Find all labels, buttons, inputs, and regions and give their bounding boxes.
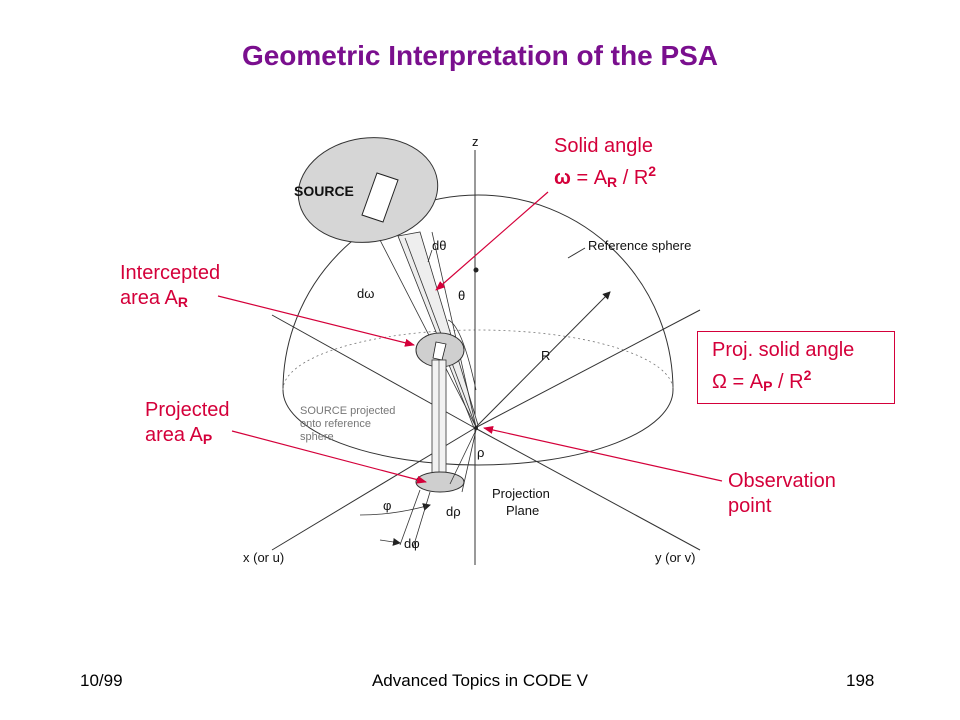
sphere-equator-back <box>282 329 674 391</box>
solid-angle-leader <box>435 191 549 291</box>
projected-note: SOURCE projected <box>300 405 395 417</box>
x-axis-label: x (or u) <box>243 550 284 565</box>
projection-plane-label: Projection <box>492 486 550 501</box>
projected-area-ellipse <box>415 471 465 493</box>
axis-back-right <box>474 309 701 429</box>
reference-sphere-label: Reference sphere <box>588 238 691 253</box>
solid-angle-callout: Solid angle ω = AR / R2 <box>554 135 657 190</box>
footer-date: 10/99 <box>80 671 123 690</box>
phi-label: φ <box>383 498 391 513</box>
reference-sphere-leader <box>567 247 586 259</box>
beam-line <box>404 237 477 428</box>
observation-point-dot <box>474 426 478 430</box>
dphi-line <box>399 489 421 546</box>
projected-note: sphere <box>300 431 334 443</box>
projection-plane-label: Plane <box>506 503 539 518</box>
r-label: R <box>541 348 550 363</box>
beam-line <box>431 231 477 428</box>
source-rectangle <box>361 172 399 223</box>
domega-label: dω <box>357 286 374 301</box>
intercepted-area-callout: Intercepted area AR <box>120 262 221 310</box>
projected-leader <box>231 430 427 484</box>
y-axis-label: y (or v) <box>655 550 695 565</box>
y-axis <box>474 427 701 551</box>
z-axis-label: z <box>472 134 479 149</box>
radius-r-arrow <box>474 291 611 429</box>
observation-point-callout: Observation point <box>728 470 836 517</box>
beam-line <box>379 239 477 428</box>
theta-label: θ <box>458 288 465 303</box>
proj-solid-angle-callout: Proj. solid angle Ω = AP / R2 <box>697 331 895 404</box>
intercepted-leader <box>217 295 415 347</box>
rho-label: ρ <box>477 445 484 460</box>
rho-line <box>449 429 477 485</box>
phi-arc <box>359 503 431 516</box>
footer-title: Advanced Topics in CODE V <box>371 671 589 690</box>
source-label: SOURCE <box>294 183 354 199</box>
projected-area-callout: Projected area AP <box>145 399 230 447</box>
dtheta-label: dθ <box>432 238 446 253</box>
footer-page-number: 198 <box>846 671 875 690</box>
theta-arc <box>447 319 477 391</box>
page-title: Geometric Interpretation of the PSA <box>241 40 719 71</box>
dphi-label: dφ <box>404 536 420 551</box>
source-disc <box>297 137 439 243</box>
projected-note: onto reference <box>300 418 371 430</box>
observation-leader <box>483 426 723 482</box>
z-marker <box>473 267 479 273</box>
dphi-line <box>412 491 431 549</box>
drho-label: dρ <box>446 504 461 519</box>
